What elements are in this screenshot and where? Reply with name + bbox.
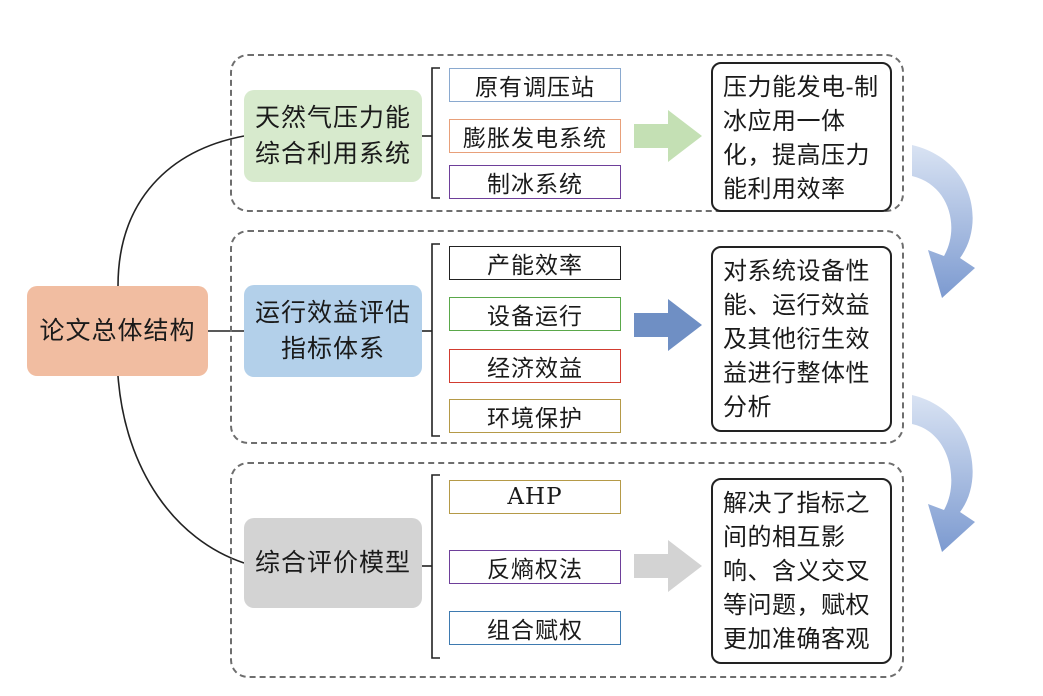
item-box: 组合赋权 <box>449 611 621 645</box>
group-frame-2 <box>230 230 904 444</box>
category-node-2: 运行效益评估指标体系 <box>244 285 422 377</box>
bracket-1 <box>431 67 440 199</box>
curved-arrow-1 <box>912 145 975 298</box>
curved-arrow-2 <box>912 395 975 552</box>
group-frame-1 <box>230 54 904 212</box>
item-box: 设备运行 <box>449 297 621 331</box>
category-node-3: 综合评价模型 <box>244 518 422 608</box>
arrow-3 <box>634 540 702 592</box>
category-3-line-1: 综合评价模型 <box>254 547 411 577</box>
item-box: 制冰系统 <box>449 165 621 199</box>
group-frame-3 <box>230 462 904 678</box>
arrow-2 <box>634 299 702 351</box>
item-box: 经济效益 <box>449 349 621 383</box>
item-box: 原有调压站 <box>449 68 621 102</box>
category-node-1: 天然气压力能综合利用系统 <box>244 90 422 182</box>
root-connector-bottom <box>117 375 245 564</box>
category-1-line-2: 综合利用系统 <box>254 139 411 168</box>
root-node: 论文总体结构 <box>27 286 208 376</box>
arrow-1 <box>634 110 702 162</box>
item-box: 产能效率 <box>449 246 621 280</box>
bracket-2 <box>431 243 440 437</box>
item-box: AHP <box>449 480 621 514</box>
item-box: 环境保护 <box>449 399 621 433</box>
result-box-3: 解决了指标之间的相互影响、含义交叉等问题，赋权更加准确客观 <box>711 478 892 664</box>
category-2-line-2: 指标体系 <box>280 334 385 363</box>
result-box-1: 压力能发电-制冰应用一体化，提高压力能利用效率 <box>711 62 892 212</box>
root-connector-top <box>117 135 245 287</box>
item-box: 膨胀发电系统 <box>449 119 621 153</box>
category-2-line-1: 运行效益评估 <box>254 297 411 327</box>
category-1-line-1: 天然气压力能 <box>254 102 411 132</box>
item-box: 反熵权法 <box>449 550 621 584</box>
result-box-2: 对系统设备性能、运行效益及其他衍生效益进行整体性分析 <box>711 246 892 432</box>
